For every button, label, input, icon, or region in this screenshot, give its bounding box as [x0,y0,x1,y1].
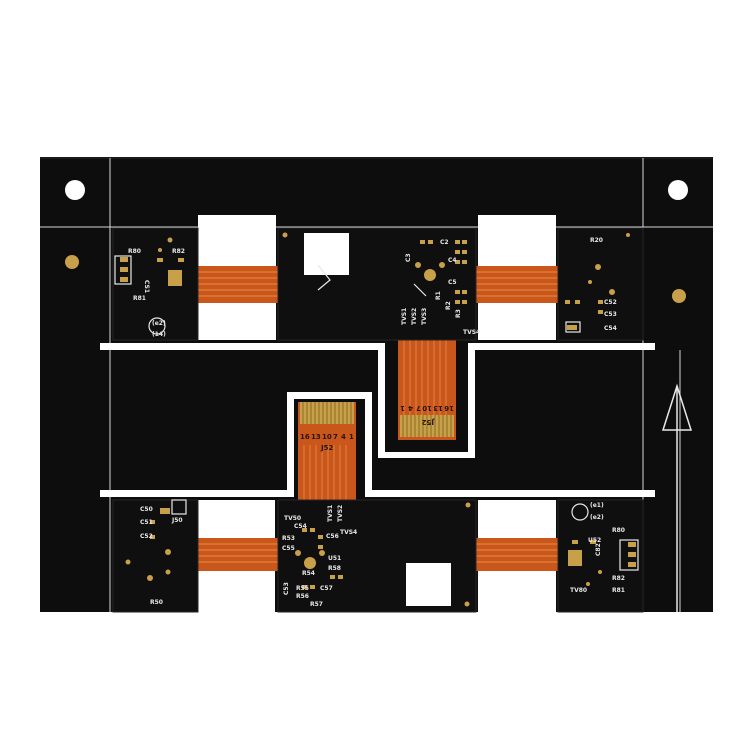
silk-label: (e2) [152,320,166,327]
silk-label: (e2) [590,514,604,521]
mounting-hole-left [65,180,85,200]
silk-label: C50 [140,506,153,513]
silk-label: TV50 [284,515,301,522]
silk-label: C82 [595,543,602,556]
silk-label: C53 [283,582,290,595]
flex-pin-label: 16 [444,404,454,412]
flex-pin-label: 13 [311,433,321,441]
window-top [304,233,349,275]
flex-connector-label: J52 [422,418,435,426]
flex-pin-label: 1 [349,433,354,441]
silk-label: TVS1 [401,308,408,325]
silk-label: R82 [172,248,185,255]
silk-label: C57 [320,585,333,592]
flex-connector-label: J52 [320,444,333,452]
silk-label: C53 [604,311,617,318]
silk-label: C52 [140,533,153,540]
silk-label: C54 [604,325,617,332]
flex-pin-label: 13 [433,404,443,412]
silk-label: C3 [405,253,412,262]
silk-label: R82 [612,575,625,582]
silk-label: R1 [435,291,442,300]
silk-label: C2 [440,239,449,246]
silk-label: R56 [296,593,309,600]
silk-label: TVS2 [411,308,418,325]
silk-label: (14) [152,331,166,338]
silk-label: C55 [282,545,295,552]
silk-label: R80 [612,527,625,534]
mounting-hole-right [668,180,688,200]
silk-label: R80 [128,248,141,255]
silk-label: TVS1 [327,505,334,522]
silk-label: C5 [448,279,457,286]
silk-label: U51 [328,555,341,562]
silk-label: R55 [296,585,309,592]
fiducial-left [65,255,79,269]
flex-pin-label: 10 [422,404,432,412]
silk-label: R54 [302,570,315,577]
silk-label: R58 [328,565,341,572]
window-bottom [406,563,451,606]
silk-label: C4 [448,257,457,264]
flex-top-left [198,266,278,303]
silk-label: R53 [282,535,295,542]
silk-label: C52 [604,299,617,306]
silk-label: R81 [133,295,146,302]
silk-label: R2 [445,301,452,310]
silk-label: C56 [326,533,339,540]
silk-label: TVS4 [463,329,480,336]
gold-pads [120,232,636,607]
flex-pin-label: 7 [416,404,421,412]
silk-label: (e1) [590,502,604,509]
silk-label: TVS3 [421,308,428,325]
silkscreen-labels: R80 CS1 R81 R82 (e2) (14) C2 C3 C4 C5 R1… [128,237,625,608]
flex-pin-label: 1 [400,404,405,412]
silk-label: TVS4 [340,529,357,536]
fiducial-right [672,289,686,303]
silk-label: TV80 [570,587,587,594]
silkscreen-outlines [114,255,639,571]
silk-label: U52 [588,537,601,544]
flex-pin-label: 16 [300,433,310,441]
silk-label: R20 [590,237,603,244]
direction-arrow [661,383,693,612]
flex-pin-label: 4 [341,433,346,441]
silk-label: R3 [455,309,462,318]
silk-label: R50 [150,599,163,606]
silk-label: R57 [310,601,323,608]
silk-label: R81 [612,587,625,594]
flex-pin-label: 10 [322,433,332,441]
flex-bottom-right [476,538,558,571]
flex-connector-top [398,330,456,440]
flex-top-right [476,266,558,303]
silk-label: J50 [171,517,183,524]
flex-bottom-left [196,538,278,571]
flex-pin-label: 7 [333,433,338,441]
silk-label: C54 [294,523,307,530]
silk-label: C51 [140,519,153,526]
silk-label: TVS2 [337,505,344,522]
flex-pin-label: 4 [408,404,413,412]
silk-label: CS1 [143,280,150,293]
